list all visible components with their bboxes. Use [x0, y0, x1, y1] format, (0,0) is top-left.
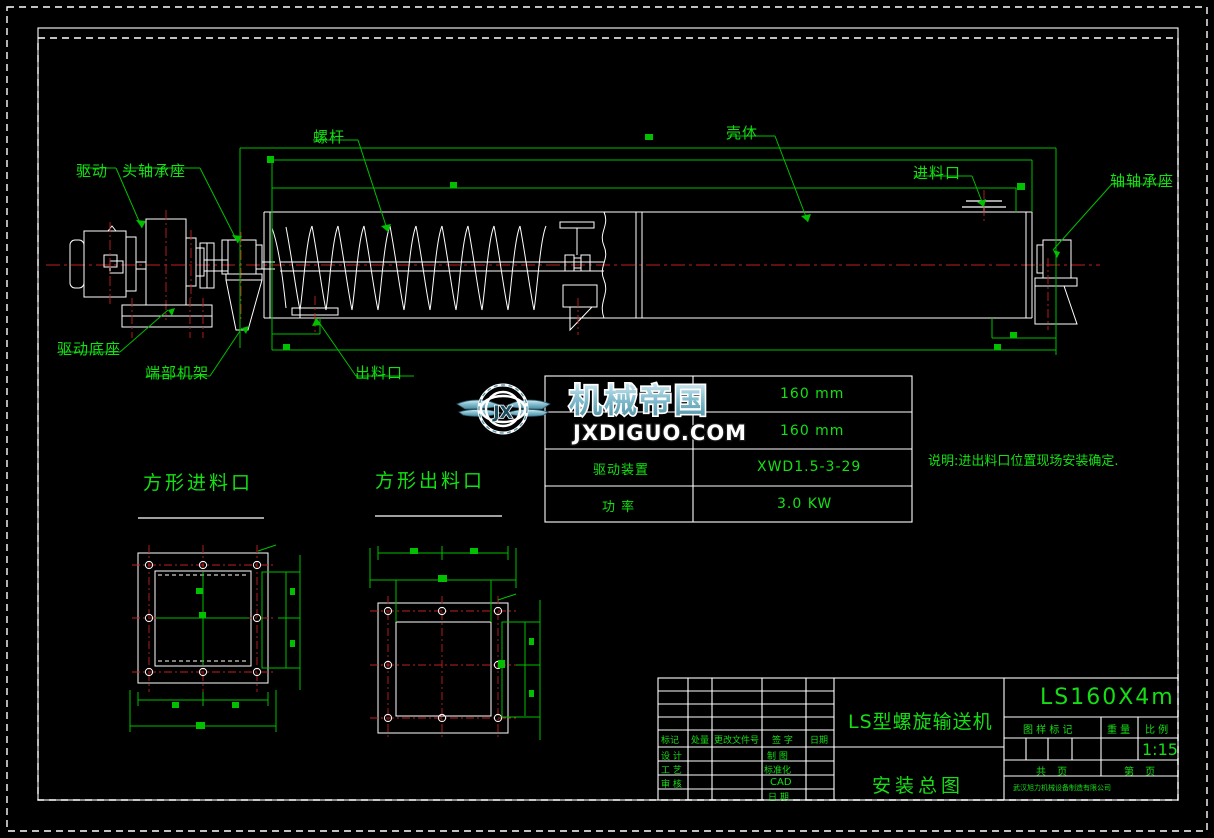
mid-label-date: 日 期: [768, 793, 789, 803]
mid-label-draw: 制 图: [767, 752, 788, 762]
spec-row-3-label: 功 率: [602, 500, 636, 515]
sheet-border-inner: [37, 37, 1179, 801]
mid-label-standardize: 标准化: [764, 766, 792, 776]
mid-label-cad: CAD: [770, 777, 792, 788]
label-discharge-outlet: 出料口: [355, 364, 404, 382]
company-name: 武汉旭力机械设备制造有限公司: [1013, 784, 1111, 792]
model-number: LS160X4m: [1040, 685, 1175, 710]
revision-header-sign: 签 字: [772, 736, 793, 746]
sheet-border-outer: [6, 6, 1208, 832]
sheet-total: 共 页: [1036, 767, 1072, 778]
scale-value: 1:15: [1142, 740, 1178, 759]
sheet-number: 第 页: [1124, 767, 1160, 778]
product-name: LS型螺旋输送机: [848, 711, 993, 733]
head-bearing-seat: [221, 239, 275, 275]
screw-flights: [271, 225, 604, 311]
sheet-border-solid: [37, 27, 1179, 801]
spec-row-2-label: 驱动装置: [593, 463, 650, 478]
gearbox-centerline: [165, 210, 192, 320]
title-block-grid: [657, 677, 1179, 801]
leader-arrowheads: [136, 199, 1060, 334]
spec-row-2-value: XWD1.5-3-29: [757, 459, 862, 475]
title-square-outlet: 方形出料口: [375, 470, 486, 492]
revision-header-date: 日期: [810, 736, 829, 746]
label-drive: 驱动: [76, 162, 109, 180]
revision-header-qty: 处量: [691, 736, 710, 746]
label-feed-inlet: 进料口: [913, 164, 962, 182]
role-process: 工 艺: [661, 766, 682, 776]
hanger-bearing: [559, 221, 604, 272]
dimension-lines-main: [239, 134, 1057, 355]
label-drive-base: 驱动底座: [57, 340, 122, 358]
weight-header: 重 量: [1107, 725, 1131, 736]
square-outlet-detail: [377, 602, 509, 734]
trough-casing: [263, 211, 1033, 319]
drive-base-centerlines: [131, 298, 204, 338]
spec-table-grid: [544, 375, 913, 523]
coupling: [199, 242, 228, 289]
label-casing: 壳体: [726, 124, 759, 142]
square-outlet-dimensions: [369, 546, 541, 740]
drawing-kind: 安装总图: [872, 775, 965, 797]
head-discharge-chute: [225, 273, 263, 331]
revision-header-docno: 更改文件号: [714, 736, 760, 746]
casing-break-line: [601, 211, 607, 319]
square-outlet-bolt-holes: [383, 606, 503, 723]
scale-header: 比 例: [1145, 725, 1169, 736]
drive-base-plate: [121, 304, 213, 328]
role-design: 设 计: [661, 752, 682, 762]
spec-row-3-value: 3.0 KW: [777, 496, 833, 512]
material-header: 图 样 标 记: [1023, 725, 1073, 736]
square-inlet-bolt-holes: [144, 560, 262, 677]
label-screw-shaft: 螺杆: [313, 128, 346, 146]
spec-row-0-value: 160 mm: [780, 386, 845, 402]
title-square-inlet: 方形进料口: [143, 472, 254, 494]
mid-outlet-box: [562, 284, 598, 332]
label-tail-bearing-seat: 轴轴承座: [1110, 172, 1175, 190]
installation-note: 说明:进出料口位置现场安装确定.: [928, 454, 1119, 469]
spec-row-1-value: 160 mm: [780, 423, 845, 439]
square-inlet-dimensions: [129, 544, 301, 732]
gearbox: [145, 218, 205, 306]
label-head-bearing-seat: 头轴承座: [122, 162, 187, 180]
label-leaders: [58, 135, 1165, 377]
role-review: 审 核: [661, 780, 682, 790]
motor: [69, 225, 146, 298]
revision-header-mark: 标记: [661, 736, 680, 746]
label-end-frame: 端部机架: [145, 364, 210, 382]
